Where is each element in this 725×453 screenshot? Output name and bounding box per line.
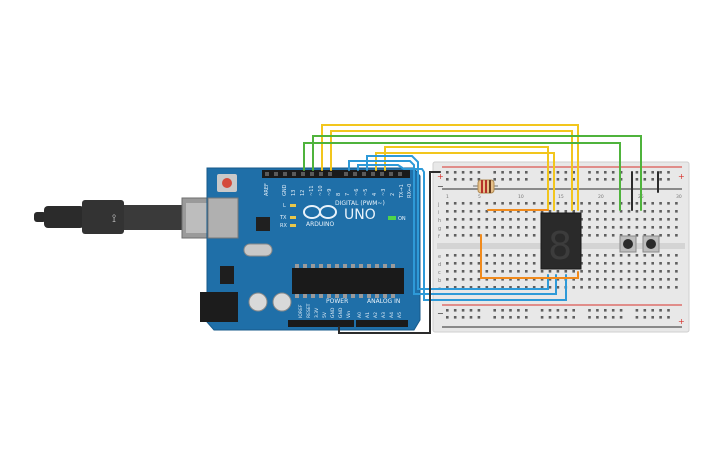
wire-yellow [321, 124, 579, 211]
seven-segment-display: 8 [540, 212, 582, 270]
power-pin-label: IOREF [298, 304, 304, 318]
led-l-label: L [283, 203, 286, 209]
analog-pin-label: A0 [357, 312, 363, 318]
power-jack [200, 292, 238, 322]
rail-plus-label-bottom: + [678, 317, 685, 326]
pin-label-9: ~9 [327, 189, 333, 196]
row-label: h [438, 218, 441, 224]
arduino-board: AREF GND 13 12 ~11 ~10 ~9 8 7 ~6 ~5 4 ~3… [200, 167, 421, 331]
column-label: 30 [676, 194, 682, 200]
resistor [473, 179, 498, 194]
power-pin-label: 3.3V [314, 307, 320, 318]
wire-yellow [384, 146, 549, 211]
display-digit: 8 [548, 224, 572, 268]
rail-minus-label: − [437, 182, 444, 191]
led-on-label: ON [398, 216, 406, 222]
pin-label-10: ~10 [318, 185, 324, 196]
pin-label-5: ~5 [363, 189, 369, 196]
row-label: g [438, 226, 441, 232]
pin-label-4: 4 [372, 193, 378, 196]
analog-header-label: ANALOG IN [367, 298, 400, 305]
wire-blue [366, 155, 549, 290]
arduino-logo: ARDUINO [303, 205, 337, 228]
wire-orange [480, 234, 579, 279]
power-header [288, 320, 354, 327]
usb-icon: ⟟ [112, 212, 116, 225]
power-pin-label: GND [338, 307, 344, 318]
analog-pin-label: A1 [365, 312, 371, 318]
pin-label-3: ~3 [381, 189, 387, 196]
pin-label-8: 8 [336, 193, 342, 196]
power-pin-label: 5V [322, 311, 328, 318]
led-rx-label: RX [280, 223, 287, 229]
wire-blue [357, 164, 567, 301]
pin-label-13: 13 [291, 190, 297, 196]
power-pin-label: GND [330, 307, 336, 318]
row-label: j [437, 202, 439, 208]
row-label: i [438, 210, 439, 216]
row-label: d [438, 262, 441, 268]
push-button-1[interactable] [619, 235, 637, 253]
svg-text:ARDUINO: ARDUINO [306, 221, 335, 228]
column-label: 5 [478, 194, 481, 200]
wire-blue [348, 160, 557, 295]
pin-label-6: ~6 [354, 189, 360, 196]
wire-black [338, 171, 441, 334]
pin-label-11: ~11 [309, 185, 315, 196]
power-header-label: POWER [326, 298, 348, 305]
analog-pin-label: A4 [389, 312, 395, 318]
analog-pin-label: A5 [397, 312, 403, 318]
pin-label-12: 12 [300, 190, 306, 196]
column-label: 15 [558, 194, 564, 200]
rail-minus-label-bottom: − [437, 309, 444, 318]
rail-plus-label: + [437, 172, 444, 181]
atmega-chip [292, 268, 404, 294]
analog-pin-label: A2 [373, 312, 379, 318]
analog-pin-label: A3 [381, 312, 387, 318]
row-label: c [438, 270, 441, 276]
rail-plus-label-right: + [678, 172, 685, 181]
column-label: 20 [598, 194, 604, 200]
pin-label-2: 2 [390, 193, 396, 196]
pin-label-1: TX→1 [399, 184, 405, 199]
pin-label-0: RX←0 [407, 184, 413, 198]
digital-header [262, 170, 410, 178]
row-label: e [438, 254, 441, 260]
pin-label-gnd: GND [282, 184, 288, 196]
pin-label-aref: AREF [264, 183, 270, 196]
wire-green [312, 135, 642, 211]
wire-green [303, 142, 621, 211]
board-brand: UNO [344, 207, 376, 223]
push-button-2[interactable] [642, 235, 660, 253]
led-tx-label: TX [279, 215, 287, 221]
digital-header-label: DIGITAL (PWM~) [335, 200, 385, 207]
pin-label-7: 7 [345, 193, 351, 196]
column-label: 10 [518, 194, 524, 200]
row-label: f [438, 234, 440, 240]
analog-header [356, 320, 408, 327]
column-label: 1 [446, 194, 449, 200]
wire-yellow [330, 130, 573, 211]
power-pin-label: RESET [306, 303, 312, 318]
usb-cable: ⟟ [34, 197, 235, 239]
row-label: b [438, 278, 441, 284]
power-pin-label: Vin [346, 311, 352, 318]
